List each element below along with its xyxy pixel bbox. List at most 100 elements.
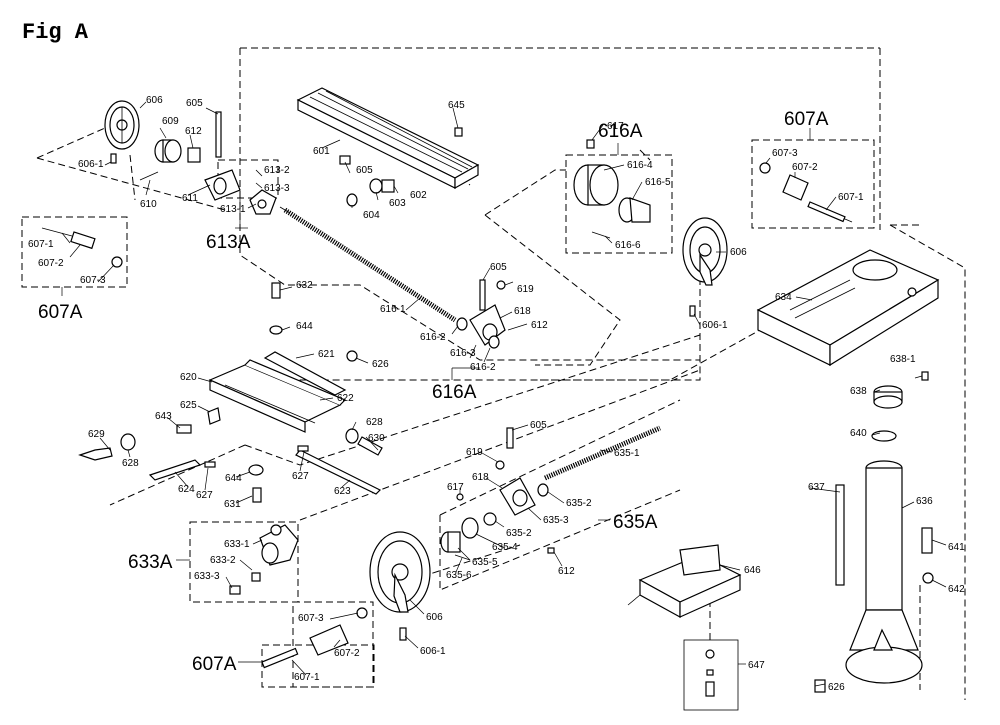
callout-616-3: 616-3: [450, 348, 476, 359]
callout-607-2: 607-2: [792, 162, 818, 173]
saddle-620: [78, 282, 383, 503]
callout-632: 632: [296, 280, 313, 291]
callout-642: 642: [948, 584, 965, 595]
bracket-613: [249, 169, 277, 215]
callout-625: 625: [180, 400, 197, 411]
group-label-607A: 607A: [192, 654, 237, 675]
callout-638-1: 638-1: [890, 354, 916, 365]
callout-616-6: 616-6: [615, 240, 641, 251]
callout-630: 630: [368, 433, 385, 444]
callout-626: 626: [372, 359, 389, 370]
callout-607-2: 607-2: [38, 258, 64, 269]
callout-633-2: 633-2: [210, 555, 236, 566]
callout-619: 619: [466, 447, 483, 458]
callout-612: 612: [185, 126, 202, 137]
callout-616-2: 616-2: [470, 362, 496, 373]
bracket-618-top: [456, 279, 506, 349]
handwheel-606-right: [682, 217, 728, 317]
callout-607-1: 607-1: [28, 239, 54, 250]
handle-607-right: [759, 162, 853, 223]
callout-637: 637: [808, 482, 825, 493]
callout-606: 606: [426, 612, 443, 623]
callout-629: 629: [88, 429, 105, 440]
collar-609: [154, 139, 182, 163]
callout-646: 646: [744, 565, 761, 576]
callout-631: 631: [224, 499, 241, 510]
callout-607-2: 607-2: [334, 648, 360, 659]
callout-607-3: 607-3: [772, 148, 798, 159]
callout-605: 605: [490, 262, 507, 273]
group-label-616A: 616A: [598, 121, 643, 142]
handle-607-bottom: [261, 607, 368, 669]
table-601: [296, 87, 480, 207]
group-labels: 613A 607A 616A 616A 607A 635A 633A 607A: [38, 109, 829, 675]
callout-612: 612: [558, 566, 575, 577]
callout-622: 622: [337, 393, 354, 404]
callout-624: 624: [178, 484, 195, 495]
callout-644: 644: [225, 473, 242, 484]
callout-640: 640: [850, 428, 867, 439]
callout-607-1: 607-1: [838, 192, 864, 203]
callout-638: 638: [850, 386, 867, 397]
callout-605: 605: [186, 98, 203, 109]
callout-628: 628: [122, 458, 139, 469]
bracket-611: [139, 111, 241, 201]
callout-606-1: 606-1: [702, 320, 728, 331]
group-label-616A: 616A: [432, 382, 477, 403]
callout-613-2: 613-2: [264, 165, 290, 176]
callout-610: 610: [140, 199, 157, 210]
callout-623: 623: [334, 486, 351, 497]
group-label-635A: 635A: [613, 512, 658, 533]
callout-643: 643: [155, 411, 172, 422]
callout-635-1: 635-1: [614, 448, 640, 459]
base-634: [756, 249, 940, 367]
callout-635-5: 635-5: [472, 557, 498, 568]
callout-606: 606: [730, 247, 747, 258]
callout-616-1: 616-1: [380, 304, 406, 315]
callout-618: 618: [514, 306, 531, 317]
callout-611: 611: [182, 193, 198, 204]
callout-634: 634: [775, 292, 792, 303]
callout-601: 601: [313, 146, 330, 157]
callout-617: 617: [447, 482, 464, 493]
callout-635-3: 635-3: [543, 515, 569, 526]
callout-604: 604: [363, 210, 380, 221]
callout-644: 644: [296, 321, 313, 332]
group-label-607A: 607A: [38, 302, 83, 323]
callout-606: 606: [146, 95, 163, 106]
handle-607-left: [41, 227, 123, 268]
callout-612: 612: [531, 320, 548, 331]
callout-606-1: 606-1: [78, 159, 104, 170]
callout-607-3: 607-3: [298, 613, 324, 624]
callout-617: 617: [607, 121, 624, 132]
callout-606-1: 606-1: [420, 646, 446, 657]
leadscrew-635: [440, 425, 661, 561]
callout-609: 609: [162, 116, 179, 127]
callout-605: 605: [530, 420, 547, 431]
callout-607-1: 607-1: [294, 672, 320, 683]
callout-635-2: 635-2: [566, 498, 592, 509]
callout-621: 621: [318, 349, 335, 360]
callout-636: 636: [916, 496, 933, 507]
callout-613-3: 613-3: [264, 183, 290, 194]
group-label-633A: 633A: [128, 552, 173, 573]
group-boxes: [21, 139, 875, 711]
callout-627: 627: [196, 490, 213, 501]
group-label-607A: 607A: [784, 109, 829, 130]
vise-646: [627, 544, 742, 697]
callout-618: 618: [472, 472, 489, 483]
handwheel-606-bottom: [369, 531, 431, 641]
callout-628: 628: [366, 417, 383, 428]
figure-title: Fig A: [22, 20, 89, 45]
column-636: [814, 371, 934, 693]
callout-641: 641: [948, 542, 965, 553]
callout-635-2: 635-2: [506, 528, 532, 539]
callout-620: 620: [180, 372, 197, 383]
callout-627: 627: [292, 471, 309, 482]
callout-645: 645: [448, 100, 465, 111]
handwheel-606-top: [104, 100, 140, 164]
callout-607-3: 607-3: [80, 275, 106, 286]
callout-613-1: 613-1: [220, 204, 246, 215]
callout-633-1: 633-1: [224, 539, 250, 550]
